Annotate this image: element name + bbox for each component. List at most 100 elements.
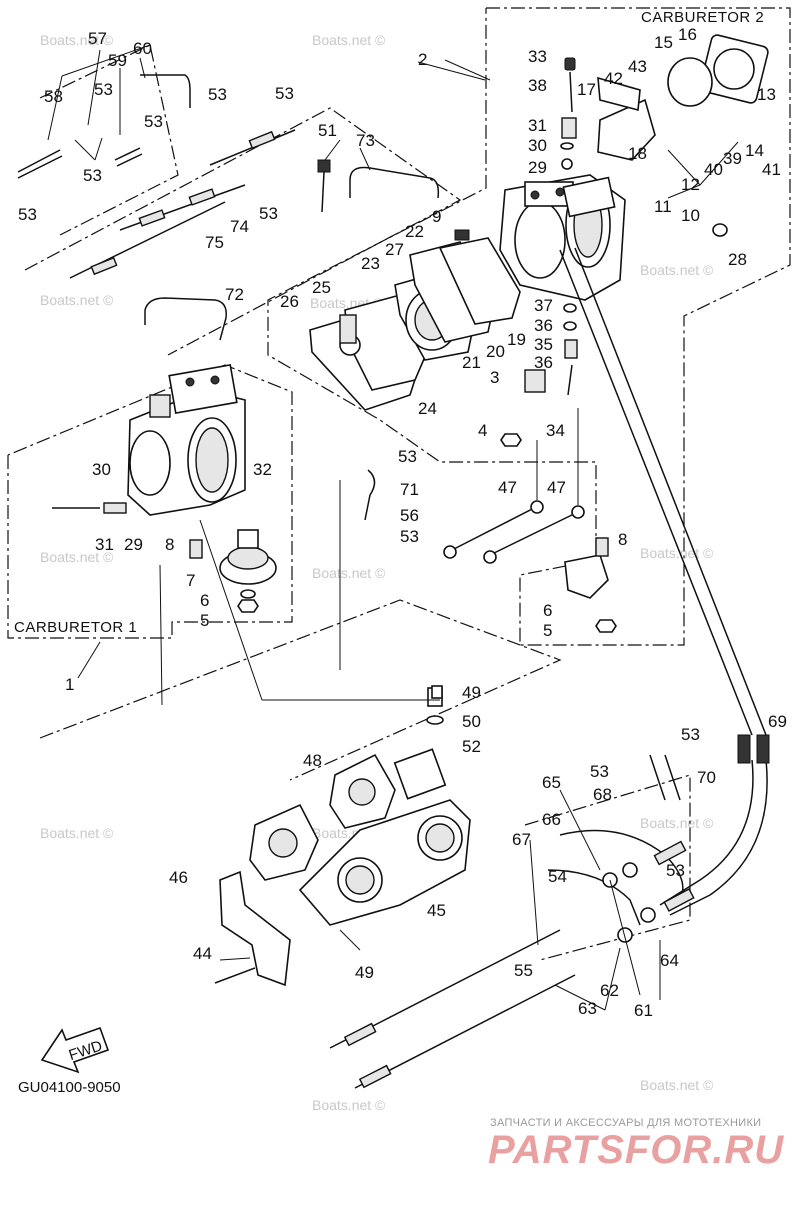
callout-30: 30 <box>528 136 547 155</box>
pulley <box>219 529 277 585</box>
callout-15: 15 <box>654 33 673 52</box>
callout-50: 50 <box>462 712 481 731</box>
callout-70: 72 <box>225 285 244 304</box>
callout-29: 29 <box>528 158 547 177</box>
callout-26: 26 <box>280 292 299 311</box>
bracket-42 <box>597 76 641 112</box>
callout-20: 20 <box>486 342 505 361</box>
callout-53: 53 <box>275 84 294 103</box>
callout-44: 44 <box>193 944 212 963</box>
callout-47: 47 <box>498 478 517 497</box>
callout-45: 45 <box>427 901 446 920</box>
control-cables <box>329 754 695 1089</box>
callout-40: 40 <box>704 160 723 179</box>
watermark: Boats.net © <box>312 32 386 48</box>
callout-53: 53 <box>259 204 278 223</box>
callout-52: 52 <box>462 737 481 756</box>
callout-55: 57 <box>88 29 107 48</box>
callout-4: 4 <box>478 421 487 440</box>
callout-24: 24 <box>418 399 437 418</box>
callout-41: 41 <box>762 160 781 179</box>
callout-47: 47 <box>547 478 566 497</box>
callout-53: 53 <box>398 447 417 466</box>
callout-37: 37 <box>534 296 553 315</box>
callout-8: 8 <box>618 530 627 549</box>
washer <box>240 589 256 599</box>
shop-name: PARTSFOR.RU <box>488 1128 784 1172</box>
callout-69: 71 <box>400 480 419 499</box>
callout-53: 53 <box>590 762 609 781</box>
carburetor-1-body <box>127 363 246 516</box>
callout-5: 5 <box>200 611 209 630</box>
callout-53: 53 <box>666 861 685 880</box>
callout-30: 30 <box>92 460 111 479</box>
callout-65: 67 <box>512 830 531 849</box>
callout-31: 31 <box>95 535 114 554</box>
callout-66: 68 <box>593 785 612 804</box>
callout-64: 66 <box>542 810 561 829</box>
callout-56: 58 <box>44 87 63 106</box>
callout-33: 33 <box>528 47 547 66</box>
watermark: Boats.net © <box>640 1077 714 1093</box>
callout-9: 9 <box>432 207 441 226</box>
manifold-boundary <box>39 599 562 781</box>
callout-13: 13 <box>757 85 776 104</box>
watermark: Boats.net © <box>40 549 114 565</box>
callout-22: 22 <box>405 222 424 241</box>
callout-58: 60 <box>133 39 152 58</box>
callout-23: 23 <box>361 254 380 273</box>
callout-27: 27 <box>385 240 404 259</box>
callout-57: 59 <box>108 51 127 70</box>
callout-18: 18 <box>628 144 647 163</box>
callout-3: 3 <box>490 368 499 387</box>
watermark: Boats.net © <box>640 262 714 278</box>
callout-51: 51 <box>318 121 337 140</box>
callout-48: 48 <box>303 751 322 770</box>
callout-53: 54 <box>548 867 567 886</box>
callout-53: 53 <box>18 205 37 224</box>
fuel-pump-assembly <box>309 237 521 411</box>
callout-53: 53 <box>94 80 113 99</box>
shop-tagline: ЗАПЧАСТИ И АКСЕССУАРЫ ДЛЯ МОТОТЕХНИКИ <box>490 1117 761 1129</box>
callout-12: 12 <box>681 175 700 194</box>
callout-36: 36 <box>534 353 553 372</box>
small-hardware <box>52 57 728 699</box>
callout-19: 19 <box>507 330 526 349</box>
callout-53: 53 <box>400 527 419 546</box>
throttle-cables <box>559 247 770 916</box>
callout-71: 73 <box>356 131 375 150</box>
callout-21: 21 <box>462 353 481 372</box>
callout-42: 42 <box>604 69 623 88</box>
callout-49: 49 <box>355 963 374 982</box>
intake-manifold <box>249 687 471 926</box>
callout-38: 38 <box>528 76 547 95</box>
callout-34: 34 <box>546 421 565 440</box>
callout-labels: 1 2 3 4 5 5 6 6 7 8 8 9 10 11 12 13 14 1… <box>18 25 787 1020</box>
callout-16: 16 <box>678 25 697 44</box>
callout-53: 53 <box>83 166 102 185</box>
callout-35: 35 <box>534 335 553 354</box>
callout-53: 53 <box>144 112 163 131</box>
shop-branding: ЗАПЧАСТИ И АКСЕССУАРЫ ДЛЯ МОТОТЕХНИКИ PA… <box>488 1117 784 1172</box>
nut-right <box>595 619 617 633</box>
callout-2: 2 <box>418 50 427 69</box>
watermark: Boats.net © <box>40 825 114 841</box>
fitting-rods <box>69 129 296 279</box>
group-boundaries <box>7 7 791 961</box>
callout-39: 39 <box>723 149 742 168</box>
callout-63: 65 <box>542 773 561 792</box>
callout-10: 10 <box>681 206 700 225</box>
callout-6: 6 <box>200 591 209 610</box>
callout-72: 74 <box>230 217 249 236</box>
callout-11: 11 <box>654 197 672 216</box>
fitting-group-boundary <box>39 44 179 236</box>
pump-cover <box>667 34 769 107</box>
bracket-46 <box>219 870 291 987</box>
carburetor-2-body <box>499 174 626 301</box>
callout-53: 55 <box>514 961 533 980</box>
callout-43: 43 <box>628 57 647 76</box>
callout-17: 17 <box>577 80 596 99</box>
callout-53: 53 <box>681 725 700 744</box>
fwd-arrow-icon <box>40 1026 110 1074</box>
